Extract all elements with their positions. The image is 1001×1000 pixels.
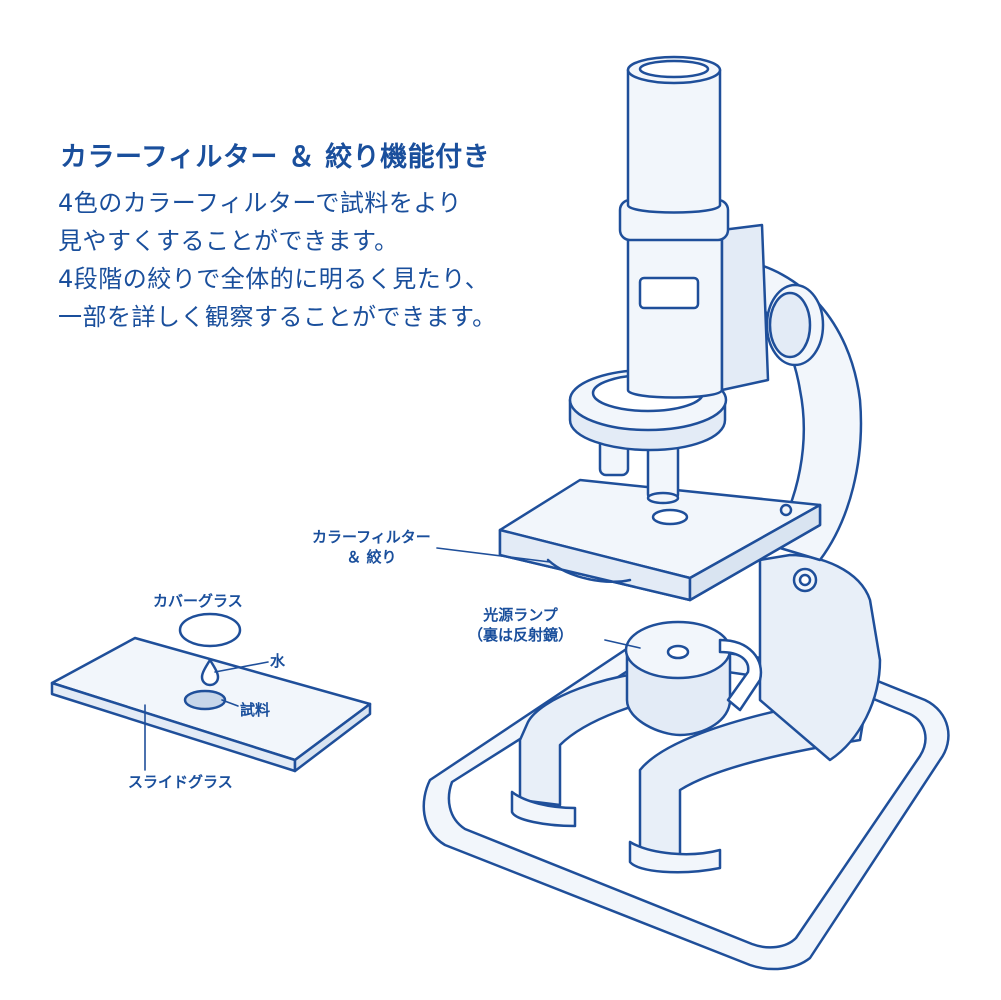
- feature-heading: カラーフィルター ＆ 絞り機能付き: [60, 142, 491, 173]
- eyepiece-tube: [618, 55, 825, 399]
- description-line-4: 一部を詳しく観察することができます。: [58, 303, 497, 331]
- water-drop-icon: [200, 658, 220, 687]
- specimen-icon: [183, 689, 227, 711]
- cover-glass-label: カバーグラス: [153, 592, 243, 610]
- lamp-label-line1: 光源ランプ: [483, 606, 558, 624]
- description-block: カラーフィルター ＆ 絞り機能付き 4色のカラーフィルターで試料をより 見やすく…: [58, 135, 497, 336]
- cover-glass: [178, 612, 242, 648]
- description-line-1: 4色のカラーフィルターで試料をより: [58, 189, 462, 217]
- lamp-label-line2: （裏は反射鏡）: [468, 626, 574, 644]
- filter-label-line2: ＆ 絞り: [346, 548, 397, 566]
- description-line-2: 見やすくすることができます。: [58, 227, 399, 255]
- microscope-stage: [498, 478, 822, 602]
- lamp-label: 光源ランプ （裏は反射鏡）: [468, 605, 573, 645]
- leader-lines: [144, 547, 641, 771]
- filter-label: カラーフィルター ＆ 絞り: [312, 527, 431, 567]
- water-label: 水: [270, 652, 286, 670]
- light-source-lamp: [624, 620, 763, 737]
- filter-label-line1: カラーフィルター: [312, 528, 431, 546]
- microscope-arm: [733, 258, 882, 762]
- description-line-3: 4段階の絞りで全体的に明るく見たり、: [58, 265, 490, 293]
- slide-glass-label: スライドグラス: [128, 773, 233, 791]
- specimen-label: 試料: [240, 701, 271, 719]
